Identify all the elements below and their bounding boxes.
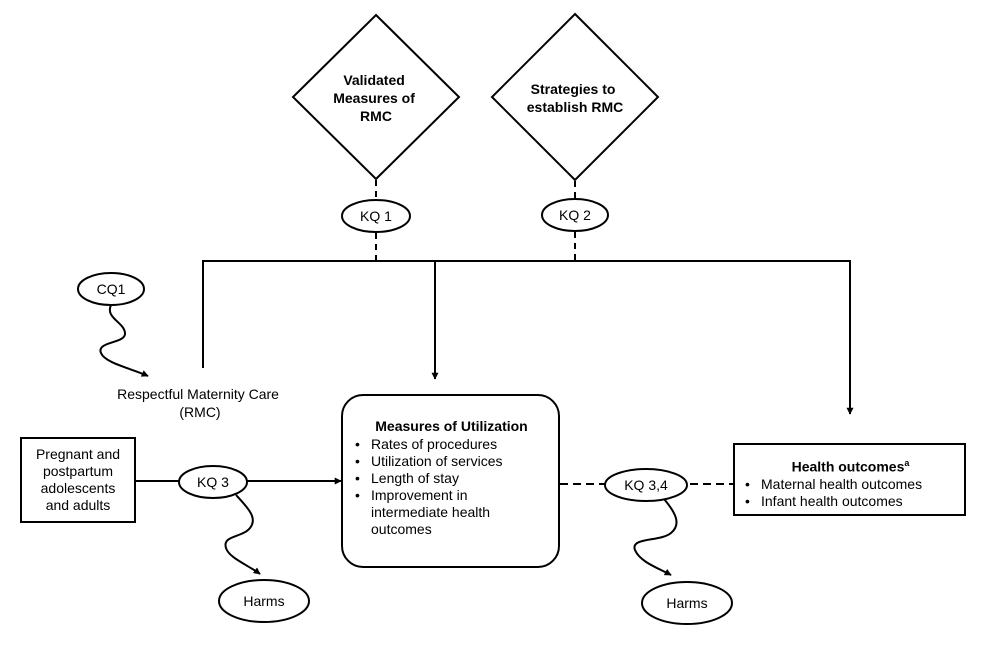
kq34-oval — [604, 468, 688, 502]
harms-right-oval — [641, 581, 733, 625]
population-line-2: postpartum — [42, 463, 114, 479]
utilization-title: Measures of Utilization — [375, 418, 528, 434]
utilization-item-intermediate-outcomes: Improvement in intermediate health outco… — [353, 487, 550, 538]
validated-measures-diamond — [291, 13, 461, 181]
kq3-label: KQ 3 — [197, 474, 229, 490]
rmc-label: Respectful Maternity Care (RMC) — [117, 386, 283, 420]
health-outcomes-item-infant: Infant health outcomes — [743, 493, 958, 510]
utilization-item-procedures: Rates of procedures — [353, 436, 550, 453]
population-line-1: Pregnant and — [35, 446, 121, 462]
kq1-oval — [341, 199, 411, 233]
kq1-label: KQ 1 — [360, 208, 392, 224]
validated-measures-label: Validated Measures of RMC — [333, 72, 419, 124]
utilization-list: Rates of procedures Utilization of servi… — [353, 436, 550, 538]
cq1-label: CQ1 — [97, 281, 126, 297]
harms-left-oval — [218, 579, 310, 623]
population-line-3: adolescents — [40, 480, 116, 496]
strategies-diamond — [490, 12, 660, 182]
health-outcomes-title: Health outcomesa — [743, 455, 958, 476]
population-line-4: and adults — [45, 497, 111, 513]
kq34-label: KQ 3,4 — [624, 477, 668, 493]
harms-right-squiggle-arrow — [633, 498, 678, 576]
health-outcomes-item-maternal: Maternal health outcomes — [743, 476, 958, 493]
harms-left-label: Harms — [243, 593, 284, 609]
kq2-oval — [541, 198, 609, 232]
utilization-box: Measures of Utilization Rates of procedu… — [341, 394, 560, 568]
health-outcomes-title-text: Health outcomes — [791, 458, 905, 475]
utilization-item-length-of-stay: Length of stay — [353, 470, 550, 487]
kq2-label: KQ 2 — [559, 207, 591, 223]
health-outcomes-footnote-marker: a — [904, 458, 910, 468]
strategies-label: Strategies to establish RMC — [527, 81, 623, 115]
health-outcomes-box: Health outcomesa Maternal health outcome… — [733, 443, 966, 516]
utilization-item-services: Utilization of services — [353, 453, 550, 470]
harms-right-label: Harms — [666, 595, 707, 611]
harms-left-squiggle-arrow — [224, 494, 261, 575]
kq3-oval — [178, 465, 248, 499]
health-outcomes-list: Maternal health outcomes Infant health o… — [743, 476, 958, 510]
cq1-squiggle-arrow — [99, 304, 149, 377]
population-box: Pregnant and postpartum adolescents and … — [20, 437, 136, 523]
